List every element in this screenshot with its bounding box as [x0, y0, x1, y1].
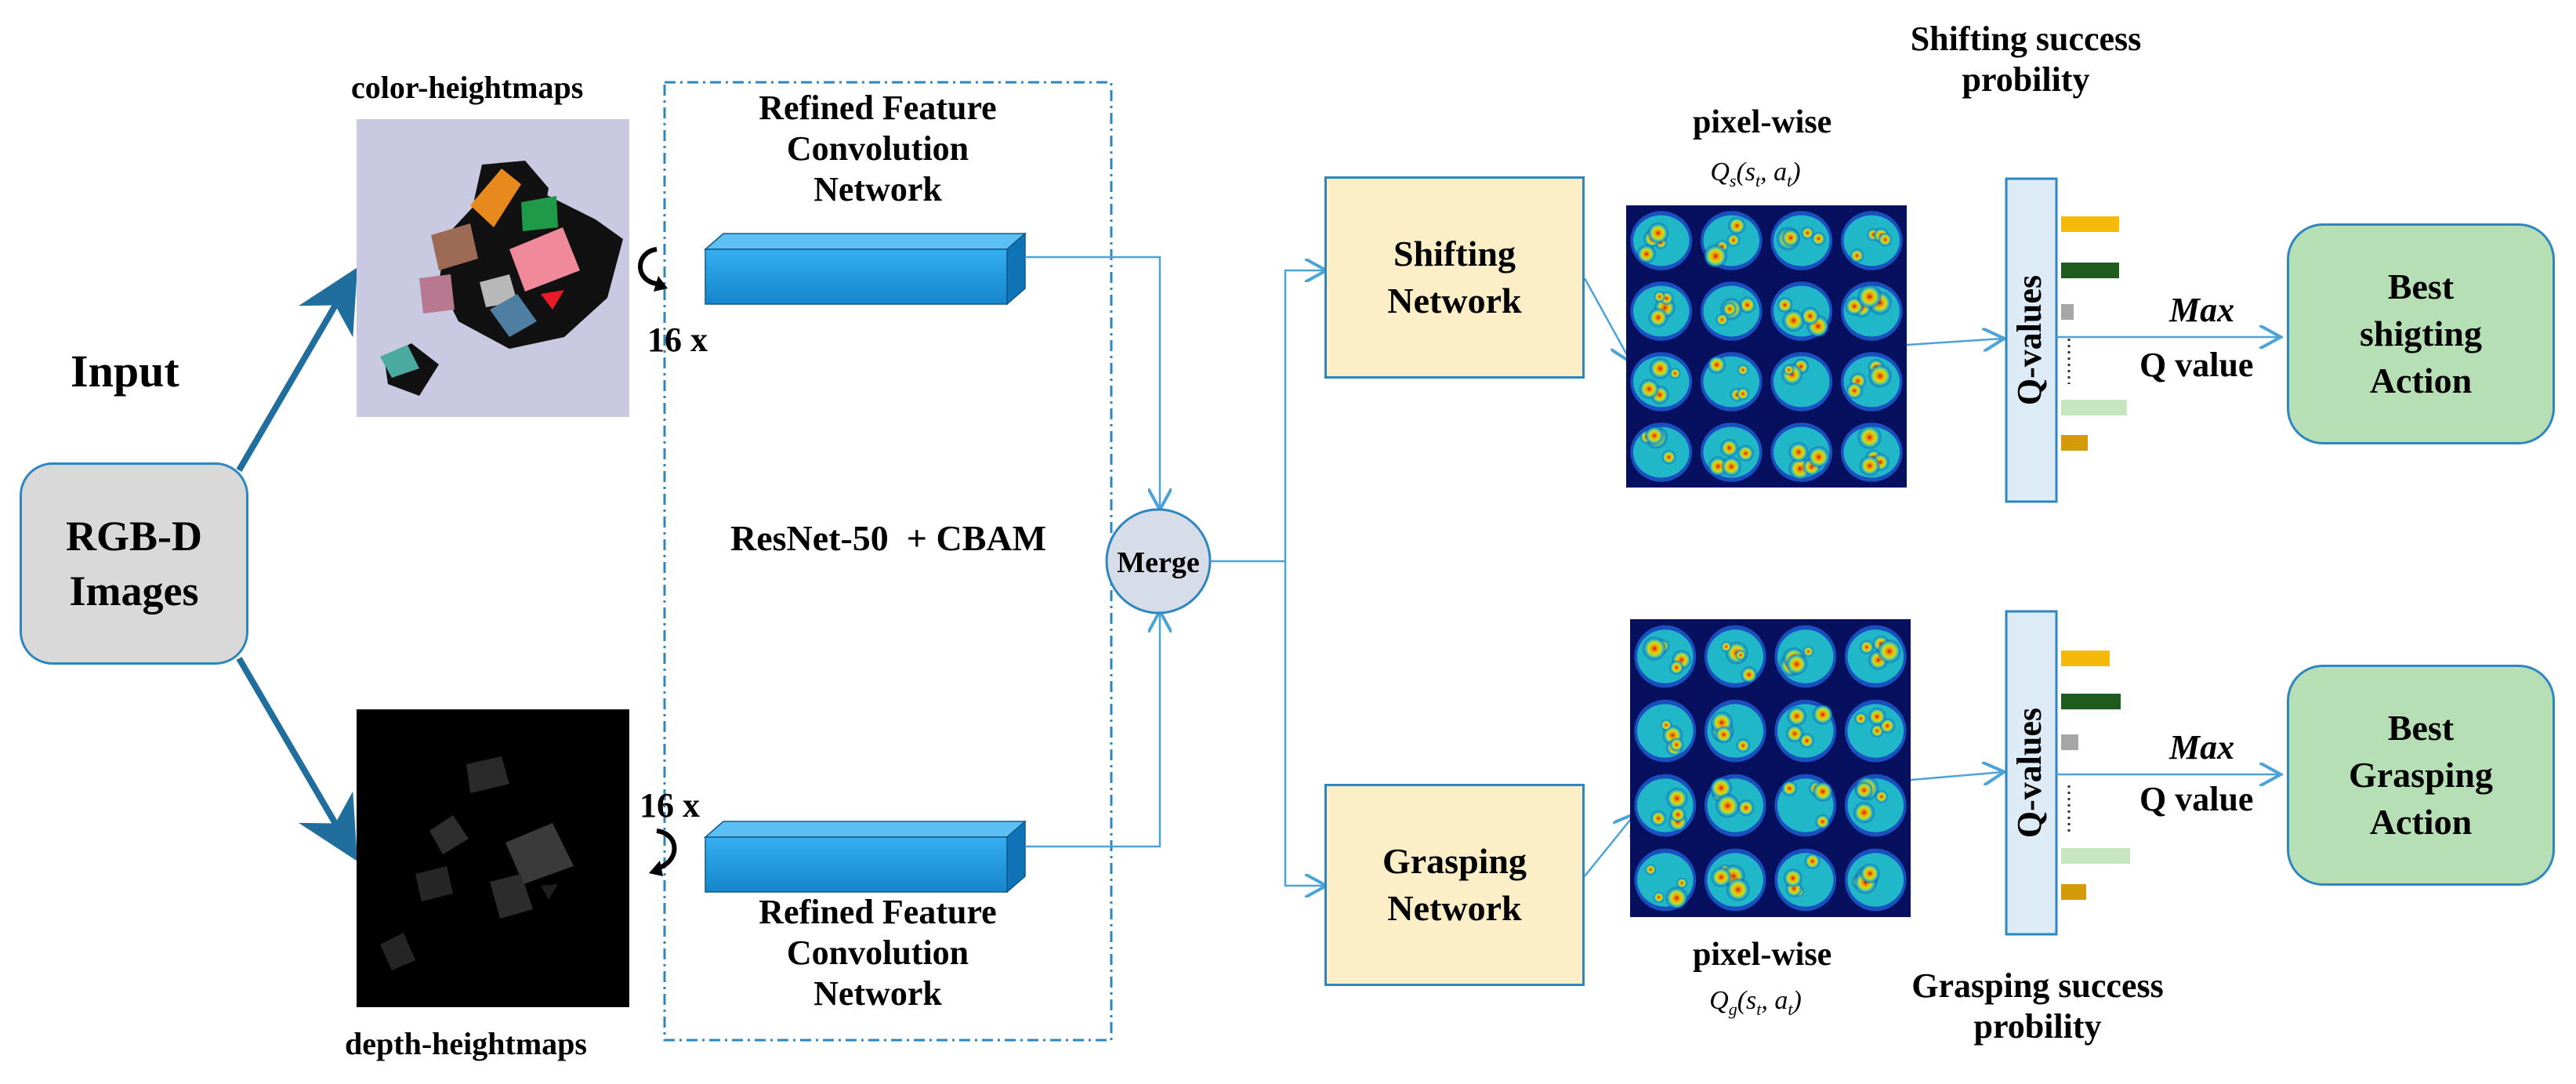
best-grasping-action-box: Best Grasping Action	[2287, 665, 2555, 886]
backbone-label: ResNet-50 + CBAM	[730, 518, 1047, 558]
arrow-top-to-merge	[1025, 256, 1160, 508]
qvalue-bar	[2061, 400, 2127, 415]
qmap-tile	[1770, 281, 1833, 341]
qvalue-label-top: Q value	[2139, 346, 2254, 384]
qmap-tile	[1774, 625, 1837, 688]
arrow-qmap-to-qvalues-top	[1906, 339, 2002, 345]
qvalues-panel-top	[2005, 177, 2058, 503]
qmap-grid-shifting	[1626, 205, 1907, 488]
qvalues-label-bottom: Q-values	[2010, 708, 2049, 838]
qvalue-bar	[2061, 694, 2121, 709]
formula-bottom: Qg(st, at)	[1709, 986, 1802, 1019]
qmap-tile	[1704, 699, 1766, 763]
qvalues-panel-bottom	[2005, 610, 2058, 936]
qmap-tile	[1704, 625, 1766, 688]
qvalue-bar	[2061, 216, 2119, 232]
depth-heightmap-image	[357, 709, 629, 1007]
feature-net-bottom-label: Refined Feature Convolution Network	[759, 893, 997, 1013]
qmap-tile	[1700, 422, 1763, 482]
qmap-tile	[1634, 625, 1697, 688]
depth-heightmaps-label: depth-heightmaps	[345, 1026, 587, 1061]
qmap-grid-grasping	[1630, 619, 1911, 917]
arrow-grasping-to-qmap	[1584, 815, 1634, 877]
qmap-tile	[1844, 625, 1907, 688]
best-shifting-action-box: Best shigting Action	[2287, 223, 2555, 444]
grasping-network-box: Grasping Network	[1324, 784, 1585, 986]
qmap-tile	[1630, 422, 1693, 482]
color-heightmaps-label: color-heightmaps	[351, 70, 584, 105]
rotation-count-top: 16 x	[647, 321, 708, 359]
rgbd-images-box: RGB-D Images	[20, 462, 248, 665]
qvalue-bar	[2061, 435, 2088, 451]
arrow-shifting-to-qmap	[1583, 277, 1630, 361]
grasping-probability-label: Grasping success probility	[1911, 966, 2164, 1046]
feature-net-top-label: Refined Feature Convolution Network	[759, 89, 997, 208]
qmap-tile	[1770, 352, 1833, 411]
qmap-tile	[1840, 211, 1903, 270]
qmap-tile	[1774, 848, 1837, 912]
qmap-tile	[1774, 699, 1837, 763]
qmap-tile	[1844, 848, 1907, 912]
qmap-tile	[1634, 699, 1697, 763]
qmap-tile	[1770, 211, 1833, 270]
qvalue-bar	[2061, 304, 2074, 320]
arrow-qmap-to-qvalues-bottom	[1910, 772, 2002, 780]
qmap-tile	[1770, 422, 1833, 482]
qvalue-label-bottom: Q value	[2139, 780, 2254, 818]
qvalue-bar	[2061, 734, 2078, 750]
qmap-bottom-title: pixel-wise	[1693, 937, 1832, 973]
arrow-bottom-to-merge	[1025, 613, 1160, 848]
qmap-tile	[1700, 211, 1763, 270]
qmap-tile	[1840, 352, 1903, 411]
qmap-tile	[1774, 774, 1837, 837]
feature-block-top	[703, 232, 1027, 306]
qvalues-label-top: Q-values	[2010, 275, 2049, 405]
qvalue-bar	[2061, 263, 2119, 278]
qmap-tile	[1630, 281, 1693, 341]
max-label-bottom: Max	[2169, 728, 2235, 767]
max-label-top: Max	[2169, 291, 2235, 329]
formula-top: Qs(st, at)	[1710, 158, 1800, 190]
qmap-tile	[1844, 699, 1907, 763]
color-heightmap-image	[357, 119, 629, 417]
qvalue-bar	[2061, 884, 2086, 900]
arrow-merge-to-shifting	[1284, 270, 1324, 561]
qmap-tile	[1704, 774, 1766, 837]
qmap-tile	[1634, 774, 1697, 837]
qvalue-bar	[2061, 651, 2110, 666]
qmap-tile	[1634, 848, 1697, 912]
shifting-probability-label: Shifting success probility	[1910, 20, 2142, 99]
qmap-tile	[1630, 211, 1693, 270]
qvalue-bars-bottom	[2061, 651, 2130, 900]
arrow-to-depth	[236, 656, 358, 861]
arrow-merge-to-grasping	[1284, 561, 1324, 886]
qmap-tile	[1630, 352, 1693, 411]
qvalue-bars-top	[2061, 216, 2127, 451]
qmap-tile	[1840, 281, 1903, 341]
input-title: Input	[71, 346, 179, 397]
merge-label: Merge	[1117, 546, 1200, 579]
qmap-tile	[1700, 281, 1763, 341]
rotation-count-bottom: 16 x	[639, 786, 700, 825]
qmap-tile	[1844, 774, 1907, 837]
feature-block-bottom	[703, 820, 1027, 894]
qmap-top-title: pixel-wise	[1693, 104, 1832, 140]
qmap-tile	[1700, 352, 1763, 411]
qmap-tile	[1704, 848, 1766, 912]
qmap-tile	[1840, 422, 1903, 482]
rotation-arrow-bottom	[655, 828, 677, 871]
shifting-network-box: Shifting Network	[1324, 176, 1585, 379]
arrow-to-color	[236, 267, 358, 473]
qvalue-bar	[2061, 848, 2130, 864]
rotation-arrow-top	[638, 247, 658, 286]
